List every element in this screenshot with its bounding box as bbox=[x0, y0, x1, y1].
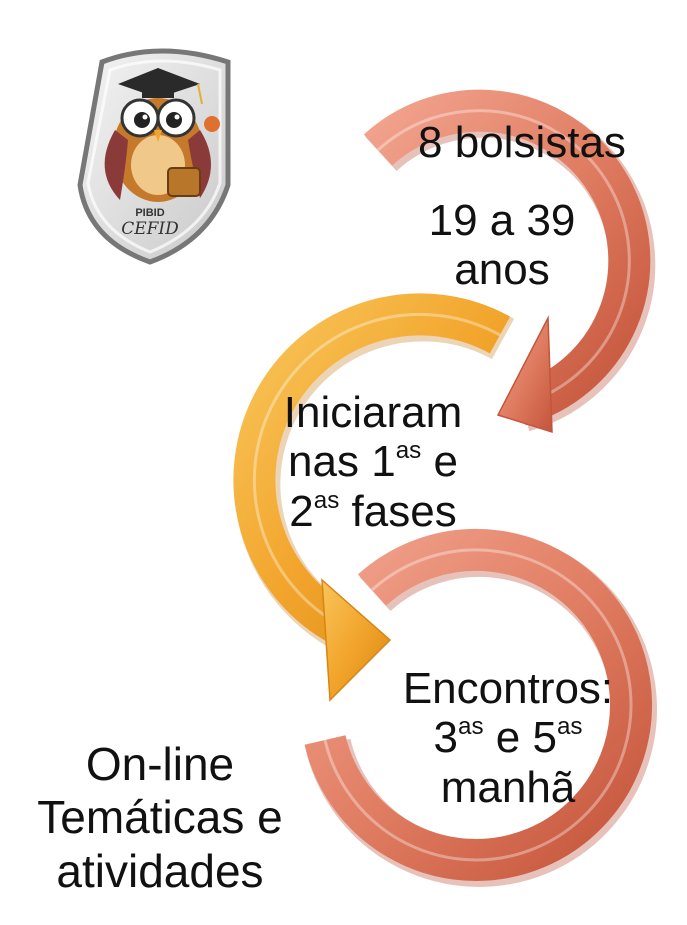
side-note: On-line Temáticas e atividades bbox=[10, 738, 310, 898]
step-1-title: 8 bolsistas bbox=[372, 118, 672, 167]
step-3-line-2: 3as e 5as bbox=[433, 713, 583, 763]
step-3-text: Encontros: 3as e 5as manhã bbox=[378, 664, 638, 812]
step-1-line-2: 19 a 39 bbox=[428, 196, 576, 245]
arrow-2-head bbox=[321, 578, 392, 702]
step-3-line-1: Encontros: bbox=[402, 664, 614, 713]
logo-lettering-cefid: CEFID bbox=[121, 219, 179, 239]
step-1-line-1: 8 bolsistas bbox=[418, 118, 626, 167]
logo-lettering-pibid: PIBID bbox=[135, 207, 164, 219]
step-2-line-2: nas 1as e bbox=[288, 437, 458, 487]
pibid-cefid-logo: PIBID CEFID bbox=[77, 48, 231, 265]
step-1-line-3: anos bbox=[454, 245, 550, 295]
side-note-line-2: Temáticas e bbox=[37, 791, 283, 844]
graduation-cap-icon bbox=[118, 68, 200, 98]
step-1-age-range: 19 a 39 anos bbox=[372, 196, 632, 295]
arrow-1-head bbox=[496, 315, 553, 434]
circular-arrow-3 bbox=[304, 528, 657, 887]
step-2-line-3: 2as fases bbox=[289, 486, 457, 536]
step-3-line-3: manhã bbox=[440, 762, 576, 812]
basketball-icon bbox=[204, 116, 220, 132]
circular-arrow-1 bbox=[363, 89, 656, 434]
side-note-line-3: atividades bbox=[56, 844, 264, 897]
circular-arrow-2 bbox=[233, 293, 515, 702]
side-note-line-1: On-line bbox=[85, 738, 235, 790]
step-2-text: Iniciaram nas 1as e 2as fases bbox=[258, 388, 488, 536]
step-2-line-1: Iniciaram bbox=[283, 388, 463, 437]
